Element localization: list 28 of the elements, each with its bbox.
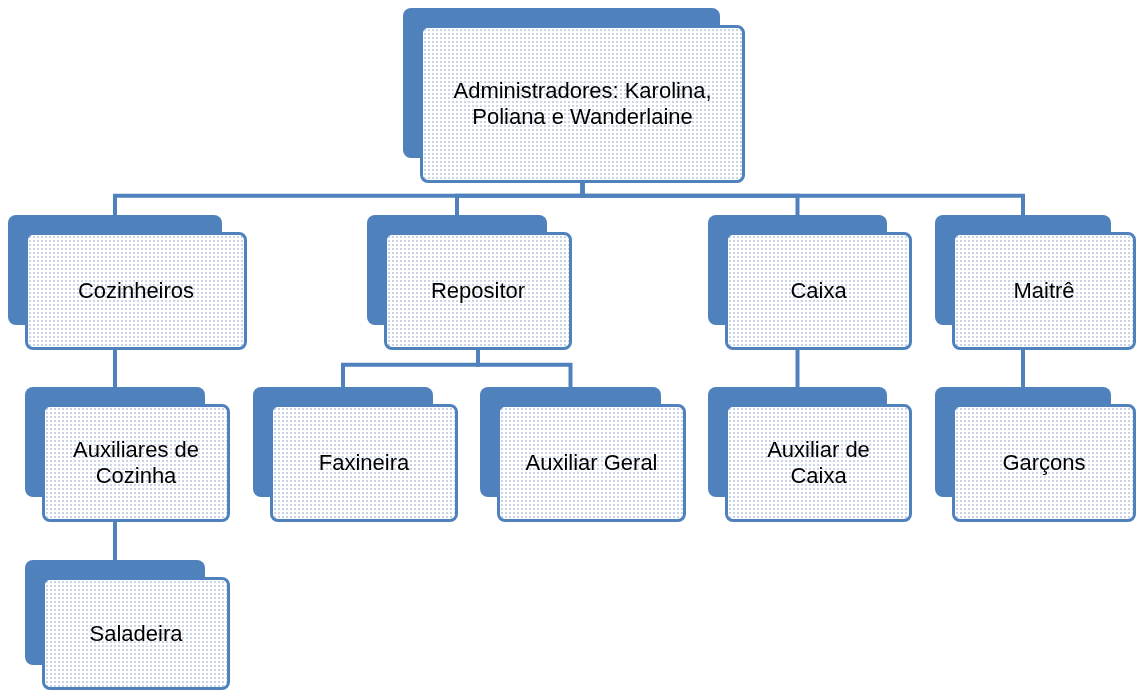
org-chart-box	[25, 387, 230, 522]
role-label: Repositor	[430, 278, 526, 304]
org-chart-box	[403, 8, 745, 183]
connector-line	[476, 350, 573, 387]
org-chart-box	[708, 215, 912, 350]
org-chart-box	[480, 387, 686, 522]
role-label: Administradores: Karolina, Poliana e Wanderlaine	[452, 78, 713, 130]
role-label: Saladeira	[89, 620, 183, 647]
org-chart-box	[935, 215, 1136, 350]
role-label: Caixa	[790, 278, 847, 304]
role-label: Faxineira	[318, 450, 410, 476]
org-chart-box	[253, 387, 458, 522]
role-label: Auxiliar Geral	[525, 450, 658, 476]
connector-line	[113, 350, 117, 387]
connector-line	[113, 522, 117, 560]
role-label: Cozinheiros	[77, 278, 195, 304]
connector-line	[580, 183, 1025, 215]
org-chart-box	[708, 387, 912, 522]
org-chart-box	[367, 215, 572, 350]
org-chart-box	[8, 215, 247, 350]
org-chart-box	[935, 387, 1136, 522]
role-label: Garçons	[1002, 450, 1086, 476]
role-label: Auxiliares de Cozinha	[72, 437, 200, 489]
role-label: Auxiliar de Caixa	[766, 437, 871, 489]
role-label: Maitrê	[1013, 278, 1075, 304]
org-chart-box	[25, 560, 230, 690]
connector-line	[1021, 350, 1025, 387]
connector-line	[795, 350, 800, 387]
